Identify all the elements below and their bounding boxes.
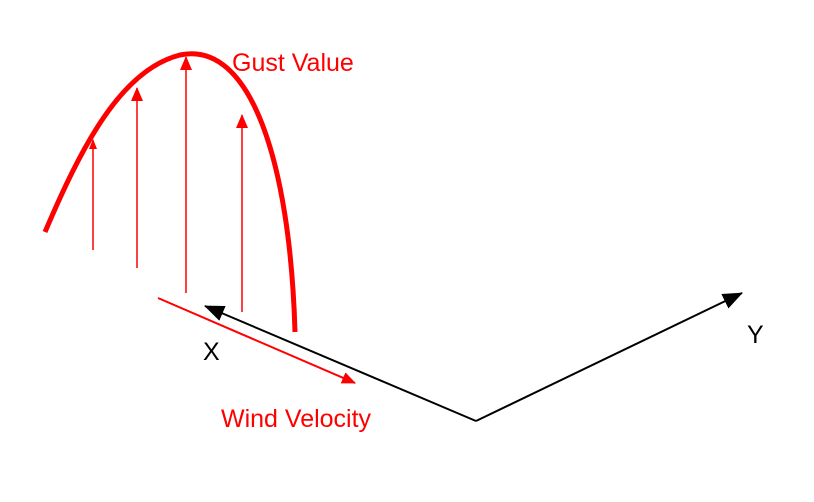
x-axis-label: X <box>203 338 220 366</box>
y-axis-arrow <box>475 292 743 422</box>
x-axis-arrow <box>204 305 477 422</box>
y-axis-label: Y <box>747 321 764 349</box>
wind-velocity-label: Wind Velocity <box>221 405 372 433</box>
gust-value-label: Gust Value <box>232 49 354 77</box>
gust-profile-curve <box>42 51 298 333</box>
wind-velocity-arrow <box>157 297 356 384</box>
